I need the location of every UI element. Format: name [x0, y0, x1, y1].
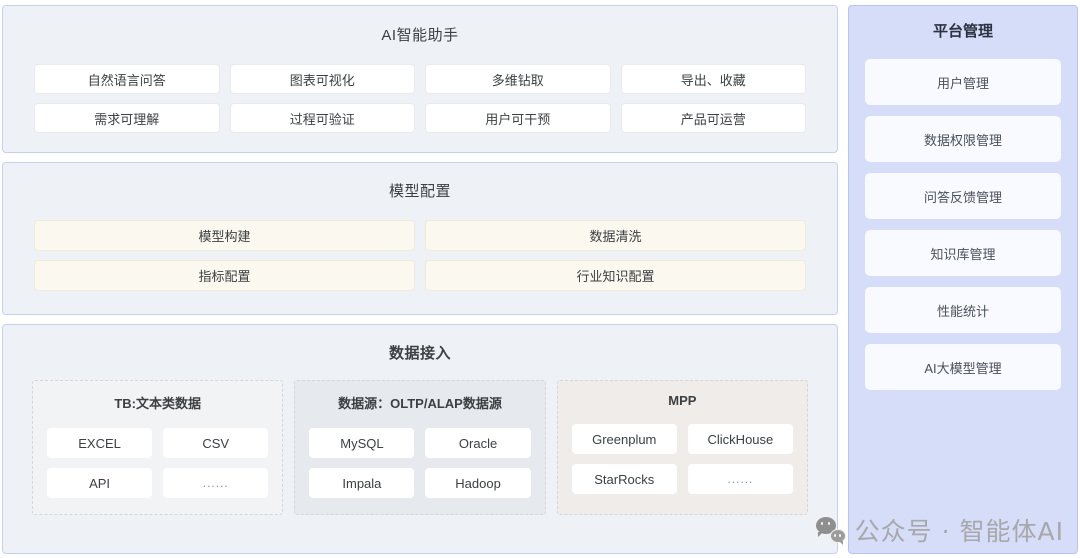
source-chip-mpp-more[interactable]: ......	[687, 464, 793, 494]
source-chip-mysql[interactable]: MySQL	[309, 428, 415, 458]
sidebar-title: 平台管理	[932, 23, 993, 40]
data-ingest-title: 数据接入	[388, 345, 451, 362]
data-group-mpp-items: Greenplum ClickHouse StarRocks ......	[571, 424, 793, 494]
data-group-text-files-title: TB:文本类数据	[114, 396, 201, 411]
source-chip-csv[interactable]: CSV	[163, 428, 269, 458]
source-chip-starrocks[interactable]: StarRocks	[571, 464, 677, 494]
sidebar-item-user-management[interactable]: 用户管理	[865, 59, 1061, 105]
source-chip-hadoop[interactable]: Hadoop	[425, 468, 531, 498]
ai-assistant-panel: AI智能助手 自然语言问答 图表可视化 多维钻取 导出、收藏 需求可理解 过程可…	[2, 5, 838, 153]
data-group-text-files-items: EXCEL CSV API ......	[47, 428, 269, 498]
source-chip-excel[interactable]: EXCEL	[47, 428, 153, 458]
sidebar-item-performance-stats[interactable]: 性能统计	[865, 287, 1061, 333]
model-config-row-1: 模型构建 数据清洗	[3, 220, 837, 251]
ai-assistant-title: AI智能助手	[381, 27, 459, 44]
model-config-title: 模型配置	[388, 183, 451, 200]
data-group-databases-title: 数据源：OLTP/ALAP数据源	[338, 396, 502, 411]
feature-chip-user-intervenable[interactable]: 用户可干预	[425, 103, 611, 133]
model-chip-industry-knowledge-config[interactable]: 行业知识配置	[425, 260, 806, 291]
ai-assistant-feature-row-2: 需求可理解 过程可验证 用户可干预 产品可运营	[3, 103, 837, 133]
source-chip-impala[interactable]: Impala	[309, 468, 415, 498]
sidebar-item-ai-model-management[interactable]: AI大模型管理	[865, 344, 1061, 390]
feature-chip-requirement-understandable[interactable]: 需求可理解	[34, 103, 220, 133]
sidebar-list: 用户管理 数据权限管理 问答反馈管理 知识库管理 性能统计 AI大模型管理	[865, 59, 1061, 543]
data-group-text-files: TB:文本类数据 EXCEL CSV API ......	[32, 380, 284, 515]
platform-management-sidebar: 平台管理 用户管理 数据权限管理 问答反馈管理 知识库管理 性能统计 AI大模型…	[848, 5, 1078, 554]
sidebar-item-knowledge-base[interactable]: 知识库管理	[865, 230, 1061, 276]
data-group-databases: 数据源：OLTP/ALAP数据源 MySQL Oracle Impala Had…	[294, 380, 546, 515]
data-group-databases-items: MySQL Oracle Impala Hadoop	[309, 428, 531, 498]
data-group-mpp: MPP Greenplum ClickHouse StarRocks .....…	[556, 380, 808, 515]
feature-chip-nl-qa[interactable]: 自然语言问答	[34, 64, 220, 94]
model-chip-model-build[interactable]: 模型构建	[34, 220, 415, 251]
feature-chip-multidim-drill[interactable]: 多维钻取	[425, 64, 611, 94]
feature-chip-process-verifiable[interactable]: 过程可验证	[229, 103, 415, 133]
model-config-row-2: 指标配置 行业知识配置	[3, 260, 837, 291]
data-source-groups: TB:文本类数据 EXCEL CSV API ...... 数据源：OLTP/A…	[3, 380, 837, 515]
sidebar-item-qa-feedback[interactable]: 问答反馈管理	[865, 173, 1061, 219]
feature-chip-export-favorite[interactable]: 导出、收藏	[620, 64, 806, 94]
feature-chip-product-operable[interactable]: 产品可运营	[620, 103, 806, 133]
model-chip-metric-config[interactable]: 指标配置	[34, 260, 415, 291]
ai-assistant-feature-row-1: 自然语言问答 图表可视化 多维钻取 导出、收藏	[3, 64, 837, 94]
left-column: AI智能助手 自然语言问答 图表可视化 多维钻取 导出、收藏 需求可理解 过程可…	[2, 5, 838, 554]
source-chip-greenplum[interactable]: Greenplum	[571, 424, 677, 454]
sidebar-item-data-permission[interactable]: 数据权限管理	[865, 116, 1061, 162]
model-config-panel: 模型配置 模型构建 数据清洗 指标配置 行业知识配置	[2, 162, 838, 315]
data-group-mpp-title: MPP	[668, 393, 697, 408]
data-ingest-panel: 数据接入 TB:文本类数据 EXCEL CSV API ...... 数据源：O…	[2, 324, 838, 554]
model-chip-data-cleaning[interactable]: 数据清洗	[425, 220, 806, 251]
source-chip-text-more[interactable]: ......	[163, 468, 269, 498]
feature-chip-chart-viz[interactable]: 图表可视化	[229, 64, 415, 94]
source-chip-api[interactable]: API	[47, 468, 153, 498]
source-chip-oracle[interactable]: Oracle	[425, 428, 531, 458]
source-chip-clickhouse[interactable]: ClickHouse	[687, 424, 793, 454]
